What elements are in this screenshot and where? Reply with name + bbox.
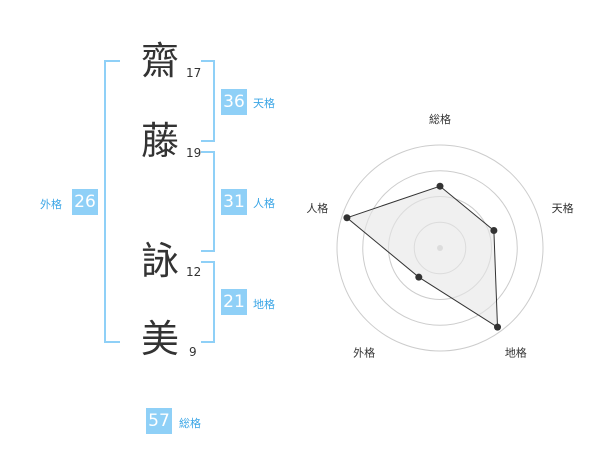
radar-point-5 [343, 214, 351, 222]
tenkaku-bracket [201, 60, 215, 142]
gaikaku-bracket [104, 60, 120, 343]
gaikaku-value: 26 [72, 189, 98, 215]
radar-point-3 [494, 323, 502, 331]
radar-ring [336, 144, 544, 352]
radar-axis-label-5: 人格 [306, 201, 328, 215]
stroke-count-1: 17 [186, 66, 202, 80]
jinkaku-value: 31 [221, 189, 247, 215]
radar-axis-label-2: 天格 [552, 201, 574, 215]
radar-ring [362, 170, 518, 326]
radar-point-2 [490, 226, 498, 234]
gaikaku-label: 外格 [40, 198, 62, 211]
stroke-count-2: 19 [186, 146, 202, 160]
radar-axis-label-4: 外格 [353, 345, 375, 359]
chikaku-value: 21 [221, 289, 247, 315]
stroke-count-3: 12 [186, 265, 202, 279]
radar-point-1 [436, 182, 444, 190]
radar-axis-label-3: 地格 [505, 345, 527, 359]
radar-axis-label-1: 総格 [429, 112, 451, 126]
chikaku-bracket [201, 261, 215, 343]
name-char-2: 藤 [140, 119, 179, 163]
tenkaku-label: 天格 [253, 97, 275, 110]
name-char-4: 美 [140, 317, 179, 361]
name-char-3: 詠 [140, 239, 179, 283]
stroke-count-4: 9 [189, 345, 197, 359]
jinkaku-label: 人格 [253, 197, 275, 210]
soukaku-value: 57 [146, 408, 172, 434]
radar-point-4 [415, 273, 423, 281]
soukaku-label: 総格 [179, 417, 201, 430]
tenkaku-value: 36 [221, 89, 247, 115]
chikaku-label: 地格 [253, 298, 275, 311]
jinkaku-bracket [201, 151, 215, 252]
radar-area [345, 185, 499, 329]
name-char-1: 齋 [140, 39, 179, 83]
